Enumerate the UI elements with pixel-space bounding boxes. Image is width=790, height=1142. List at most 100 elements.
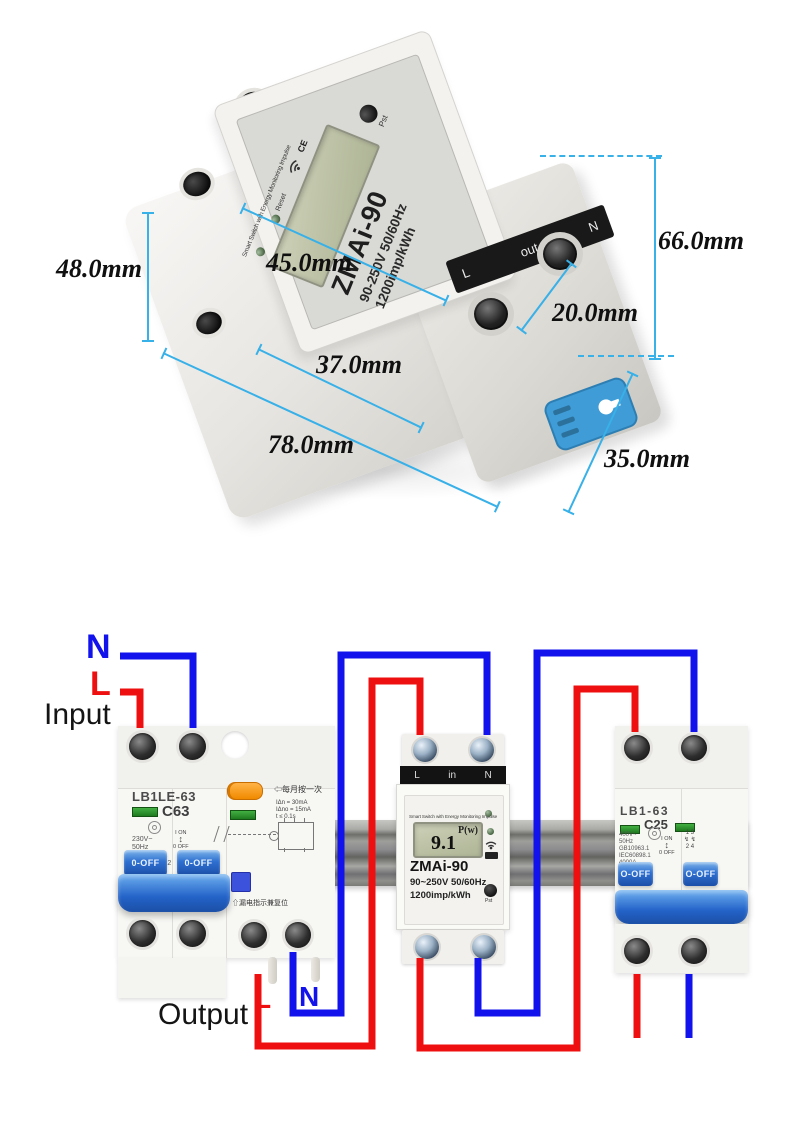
terminal-l-label: L (459, 264, 472, 281)
product-photo-section: Smart Switch with Energy Monitoring Impu… (0, 0, 790, 560)
ce-mark (485, 852, 498, 859)
clip-slot (556, 416, 576, 427)
breaker-toggle: O-OFF (618, 862, 653, 886)
power-led (485, 810, 492, 817)
dim-label-48: 48.0mm (56, 254, 142, 283)
schematic-pin (294, 818, 295, 822)
meter-impulse: 1200imp/kWh (410, 890, 471, 901)
clip-slot (552, 404, 572, 416)
terminal-screw (624, 938, 650, 964)
terminal-screw (179, 920, 206, 947)
meter-model: ZMAi-90 (410, 858, 469, 875)
terminal-screw (179, 733, 206, 760)
ce-mark: CE (295, 138, 310, 154)
terminal-screw (241, 922, 267, 948)
terminal-screw (681, 938, 707, 964)
right-breaker: LB1-63 C25 400V~ 50Hz GB10963.1 IEC60898… (615, 726, 748, 973)
breaker-bottom-section (615, 924, 748, 973)
toggle-rocker-bar (118, 874, 230, 912)
terminal-screw (129, 920, 156, 947)
dim-guide-bottom (578, 355, 674, 357)
pole-seam (226, 788, 227, 958)
terminal-screw (624, 735, 650, 761)
ccc-mark-icon (148, 821, 161, 834)
dim-label-35: 35.0mm (604, 444, 690, 473)
pole-marks: 1 3 2 4 (684, 830, 696, 851)
meter-top-terminals (402, 734, 504, 768)
breaker-rating: C63 (162, 803, 190, 820)
breaker-toggle: 0-OFF (124, 850, 167, 876)
breaker-toggle: O-OFF (683, 862, 718, 886)
breaker-top-section (615, 726, 748, 789)
input-label: Input (44, 698, 111, 731)
input-line-label: L (90, 665, 111, 703)
strip-l-label: L (414, 769, 420, 781)
settings-button (356, 102, 381, 126)
clip-slot (560, 427, 580, 439)
on-off-marks: I ON 0 OFF (659, 836, 675, 856)
terminal-screw (472, 935, 496, 959)
dim-line-66 (649, 157, 661, 360)
wifi-icon (286, 157, 304, 177)
label-content: Smart Switch with Energy Monitoring Impu… (241, 59, 484, 323)
output-line-label: L (254, 983, 272, 1014)
dim-label-20: 20.0mm (552, 298, 638, 327)
settings-button (484, 884, 497, 897)
blank-hole (221, 731, 249, 759)
breaker-top-section (118, 726, 335, 789)
schematic-component (278, 822, 314, 850)
energy-meter: L in N Smart Switch with Energy Monitori… (396, 728, 510, 968)
test-button (227, 782, 263, 800)
reset-note: 漏电指示兼复位 (232, 898, 288, 908)
dim-guide-top (540, 155, 662, 157)
pole-seam (172, 788, 173, 958)
dim-label-45: 45.0mm (266, 248, 352, 277)
terminal-n-label: N (586, 217, 601, 235)
terminal-screw (415, 935, 439, 959)
meter-body: Smart Switch with Energy Monitoring Impu… (396, 784, 510, 930)
schematic-pin (284, 848, 285, 852)
terminal-screw (468, 292, 514, 336)
on-off-marks: I ON 0 OFF (173, 830, 189, 850)
terminal-screw (681, 735, 707, 761)
meter-bottom-terminals (402, 930, 504, 964)
test-note: 每月按一次 (274, 784, 322, 795)
up-down-arrow-icon (179, 838, 184, 844)
output-neutral-label: N (299, 981, 320, 1012)
output-lead (311, 957, 320, 982)
dim-label-78: 78.0mm (268, 430, 354, 459)
settings-button-label: Pst (485, 898, 493, 904)
breaker-toggle: 0-OFF (177, 850, 220, 876)
wifi-icon (485, 840, 497, 850)
pulse-led (487, 828, 494, 835)
power-led (254, 245, 267, 258)
terminal-screw (470, 738, 494, 762)
strip-in-label: in (448, 769, 457, 781)
settings-button-label: Pst (377, 113, 390, 129)
terminal-screw (413, 738, 437, 762)
trip-circuit-schematic (213, 818, 334, 854)
toggle-rocker-bar (615, 890, 748, 924)
display-value: 9.1 (431, 832, 456, 854)
output-lead (268, 957, 277, 984)
dim-label-66: 66.0mm (658, 226, 744, 255)
input-neutral-label: N (86, 628, 111, 666)
output-label: Output (158, 998, 249, 1031)
schematic-pin (284, 818, 285, 822)
status-indicator (132, 807, 158, 817)
meter-voltage: 90~250V 50/60Hz (410, 877, 487, 888)
dim-line-48 (142, 212, 154, 342)
leakage-reset-button (231, 872, 251, 892)
schematic-pin (304, 818, 305, 822)
brand-line: Smart Switch with Energy Monitoring Impu… (409, 814, 498, 819)
strip-n-label: N (484, 769, 492, 781)
schematic-line (228, 834, 276, 835)
reset-led-label: Reset (274, 192, 289, 213)
meter-front-label: Smart Switch with Energy Monitoring Impu… (235, 53, 495, 331)
breaker-lower-body (118, 958, 226, 998)
meter-face-panel: Smart Switch with Energy Monitoring Impu… (404, 795, 504, 925)
breaker-model: LB1-63 (620, 804, 670, 818)
breaker-model: LB1LE-63 (132, 789, 196, 804)
terminal-screw (129, 733, 156, 760)
